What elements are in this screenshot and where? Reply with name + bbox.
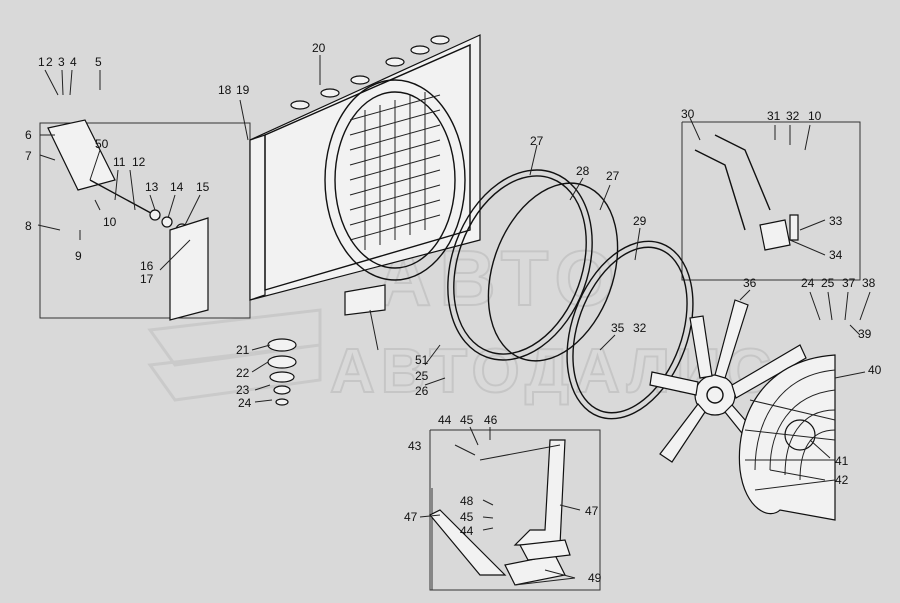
callout-10a: 10 xyxy=(103,215,117,229)
callout-31: 31 xyxy=(767,109,781,123)
callout-13: 13 xyxy=(145,180,159,194)
callout-1: 1 xyxy=(38,55,45,69)
callout-12: 12 xyxy=(132,155,146,169)
callout-30: 30 xyxy=(681,107,695,121)
callout-38: 38 xyxy=(862,276,876,290)
callout-27a: 27 xyxy=(530,134,544,148)
fan-guard xyxy=(738,354,836,521)
radiator xyxy=(249,34,481,301)
callout-4: 4 xyxy=(70,55,77,69)
plate-6-7 xyxy=(47,119,116,191)
callout-11: 11 xyxy=(113,155,126,169)
callout-35: 35 xyxy=(611,321,625,335)
rod-30 xyxy=(694,134,799,251)
callout-51: 51 xyxy=(415,353,429,367)
callout-5: 5 xyxy=(95,55,102,69)
callout-26: 26 xyxy=(415,384,429,398)
callout-50: 50 xyxy=(95,137,109,151)
bracket-16-17 xyxy=(169,217,209,321)
shroud-ring-27 xyxy=(447,169,593,361)
callouts: 1 2 3 4 5 6 7 8 9 10 50 11 12 13 14 15 1… xyxy=(25,41,882,585)
callout-47a: 47 xyxy=(404,510,418,524)
callout-42: 42 xyxy=(835,473,849,487)
callout-41: 41 xyxy=(835,454,849,468)
callout-23: 23 xyxy=(236,383,250,397)
callout-43: 43 xyxy=(408,439,422,453)
callout-33: 33 xyxy=(829,214,843,228)
callout-27b: 27 xyxy=(606,169,620,183)
callout-16: 16 xyxy=(140,259,154,273)
radiator-core xyxy=(349,92,441,250)
callout-8: 8 xyxy=(25,219,32,233)
callout-24a: 24 xyxy=(238,396,252,410)
callout-28: 28 xyxy=(576,164,590,178)
assembly-box-bracket xyxy=(429,429,601,591)
callout-48: 48 xyxy=(460,494,474,508)
callout-7: 7 xyxy=(25,149,32,163)
callout-36: 36 xyxy=(743,276,757,290)
callout-6: 6 xyxy=(25,128,32,142)
callout-9: 9 xyxy=(75,249,82,263)
callout-45b: 45 xyxy=(460,510,474,524)
callout-14: 14 xyxy=(170,180,184,194)
callout-45a: 45 xyxy=(460,413,474,427)
callout-25a: 25 xyxy=(415,369,429,383)
plates-49 xyxy=(504,539,571,586)
callout-32b: 32 xyxy=(786,109,800,123)
callout-20: 20 xyxy=(312,41,326,55)
callout-15: 15 xyxy=(196,180,210,194)
bracket-47 xyxy=(429,439,566,576)
support-52 xyxy=(344,284,386,316)
callout-49: 49 xyxy=(588,571,602,585)
callout-21: 21 xyxy=(236,343,250,357)
callout-17: 17 xyxy=(140,272,154,286)
shroud-ring-28 xyxy=(487,182,619,362)
callout-2: 2 xyxy=(46,55,53,69)
callout-29: 29 xyxy=(633,214,647,228)
callout-40: 40 xyxy=(868,363,882,377)
callout-25b: 25 xyxy=(821,276,835,290)
callout-46: 46 xyxy=(484,413,498,427)
mount-21-24 xyxy=(267,338,297,406)
assembly-box-fan-shroud xyxy=(681,121,861,281)
callout-19: 19 xyxy=(236,83,250,97)
callout-47b: 47 xyxy=(585,504,599,518)
callout-18: 18 xyxy=(218,83,232,97)
callout-34: 34 xyxy=(829,248,843,262)
callout-32a: 32 xyxy=(633,321,647,335)
callout-24b: 24 xyxy=(801,276,815,290)
callout-3: 3 xyxy=(58,55,65,69)
leader-lines xyxy=(37,55,871,586)
callout-44b: 44 xyxy=(460,524,474,538)
callout-10b: 10 xyxy=(808,109,822,123)
callout-37: 37 xyxy=(842,276,856,290)
callout-44a: 44 xyxy=(438,413,452,427)
shroud-ring-29 xyxy=(566,240,694,420)
callout-22: 22 xyxy=(236,366,250,380)
callout-39: 39 xyxy=(858,327,872,341)
assembly-box-left xyxy=(39,122,251,319)
